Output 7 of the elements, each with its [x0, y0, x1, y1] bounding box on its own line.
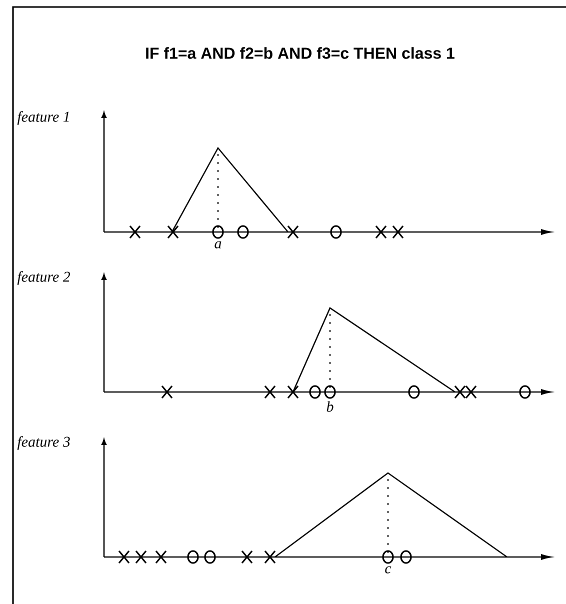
axis-label: feature 3	[17, 436, 70, 450]
point-label: b	[326, 401, 334, 412]
axis-label: feature 1	[17, 111, 69, 125]
title: IF f1=a AND f2=b AND f3=c THEN class 1	[146, 47, 454, 59]
axis-label: feature 2	[17, 271, 70, 285]
point-label: a	[214, 241, 222, 248]
point-label: c	[385, 566, 392, 574]
